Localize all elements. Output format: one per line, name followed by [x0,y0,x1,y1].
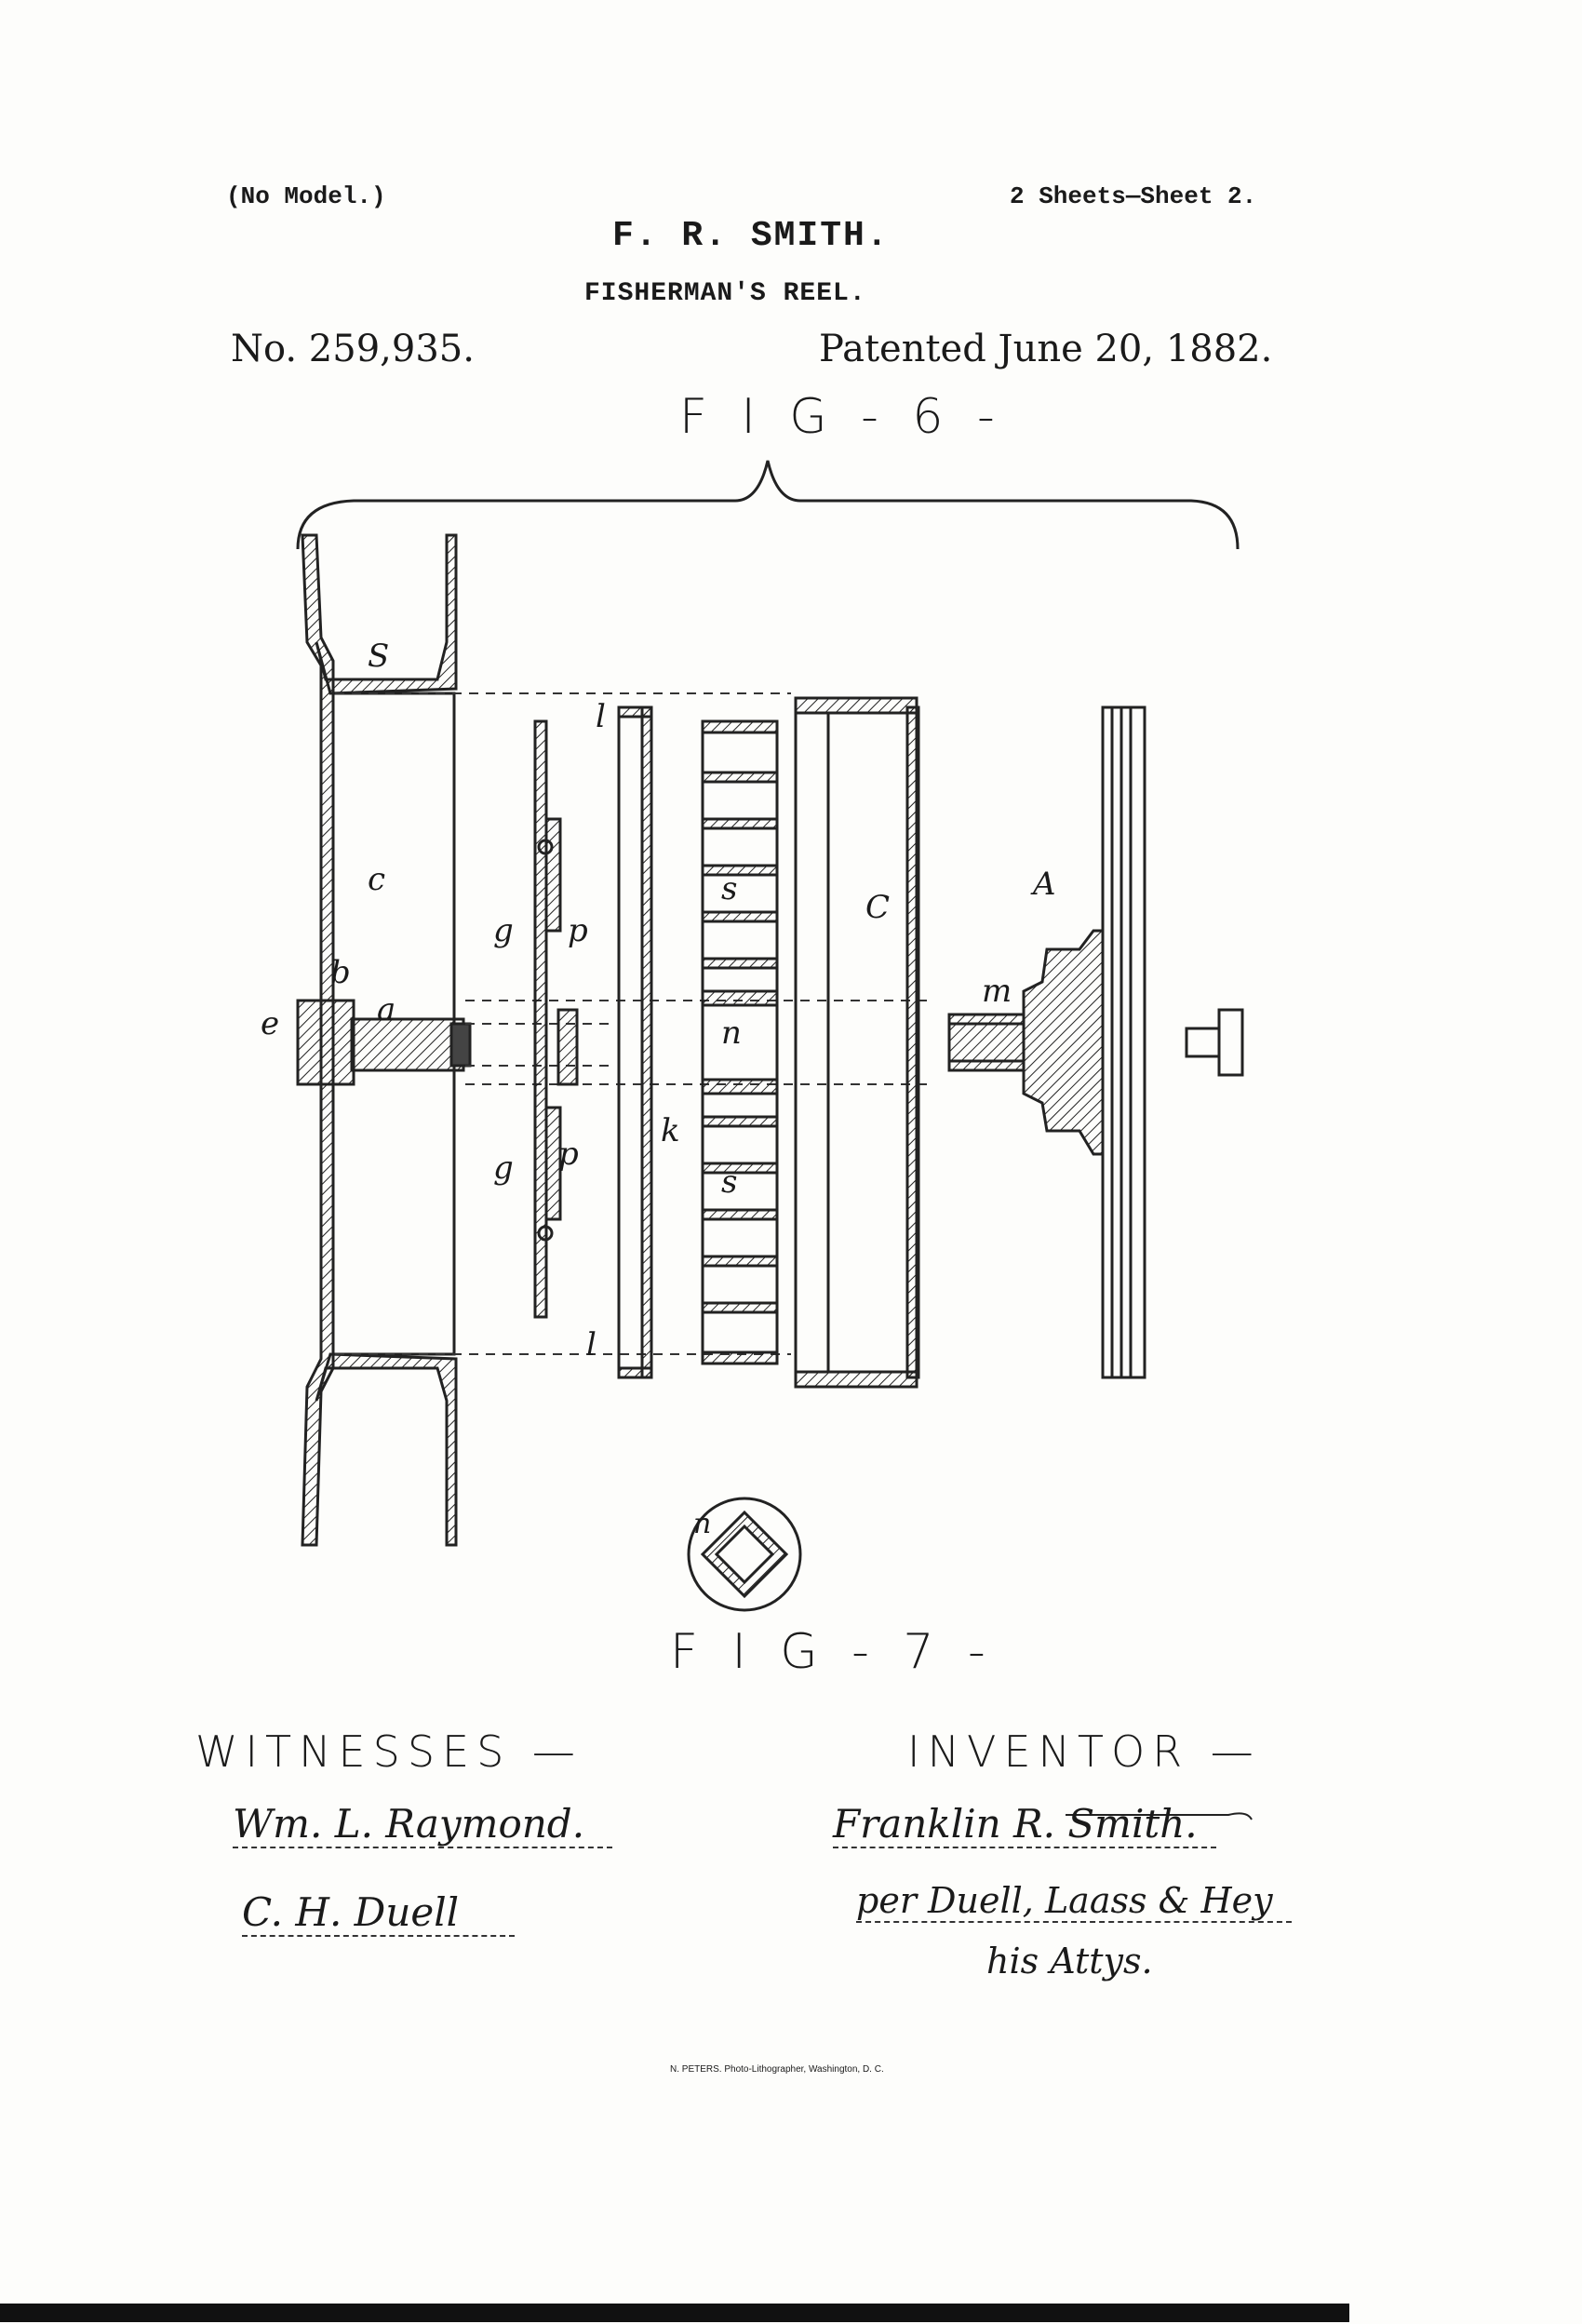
label-n: n [721,1014,742,1052]
spool-body [296,533,472,1547]
label-A: A [1033,866,1056,903]
fig6-label: F I G - 6 - [679,389,1004,445]
bottom-border [0,2304,1349,2322]
label-p-bot: p [558,1135,579,1173]
label-a: a [377,991,396,1028]
part-A [947,705,1146,1379]
fig7-part-label: n [693,1508,712,1540]
label-g-top: g [493,912,514,949]
gear-plate [533,719,579,1319]
label-c: c [368,861,386,898]
attorney-signature: per Duell, Laass & Hey [856,1880,1292,1923]
witnesses-label: WITNESSES — [195,1726,583,1777]
ratchet-wheel [701,719,779,1365]
screw [1185,1008,1244,1077]
plate-lk [617,705,653,1379]
label-m: m [982,973,1012,1010]
sheet-note: 2 Sheets—Sheet 2. [1010,182,1257,210]
casing-C [794,696,920,1389]
inventor-signature: Franklin R. Smith. [833,1801,1216,1848]
inventor-name: F. R. SMITH. [612,216,890,256]
label-g-bot: g [493,1149,514,1187]
attorney-label: his Attys. [986,1941,1153,1981]
inventor-label: INVENTOR — [907,1726,1261,1777]
printer-note: N. PETERS. Photo-Lithographer, Washingto… [670,2064,884,2075]
patent-title: FISHERMAN'S REEL. [584,279,866,308]
patent-date: Patented June 20, 1882. [819,328,1273,370]
model-note: (No Model.) [226,182,386,210]
fig6-brace [296,460,1240,550]
fig7-label: F I G - 7 - [670,1624,995,1680]
label-b: b [330,954,351,991]
fig7-circle [687,1497,802,1612]
witness-signature-2: C. H. Duell [242,1889,516,1937]
label-k: k [661,1112,680,1149]
label-C: C [865,889,891,926]
label-l-top: l [596,698,606,735]
label-e: e [261,1005,280,1042]
label-l-bot: l [586,1326,597,1364]
patent-number: No. 259,935. [231,328,475,370]
label-S: S [368,638,390,675]
label-s-top: s [721,870,738,907]
label-s-bot: s [721,1163,738,1201]
label-p-top: p [568,912,588,949]
witness-signature-1: Wm. L. Raymond. [233,1801,613,1848]
